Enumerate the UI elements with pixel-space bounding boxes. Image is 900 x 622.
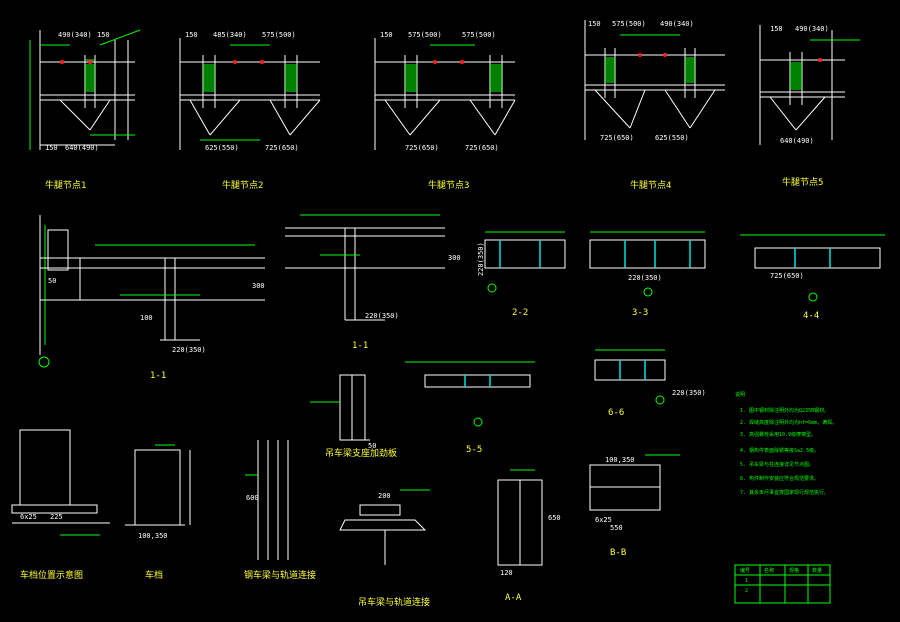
bracket-node-4: 150 575(500) 490(340) 725(650) 625(550) … <box>584 20 725 191</box>
section-label-1-1: 1-1 <box>150 371 166 381</box>
section-label-6-6: 6-6 <box>608 408 624 418</box>
node-label-4: 牛腿节点4 <box>630 179 671 191</box>
dim-label: 725(650) <box>600 134 634 142</box>
notes-line: 3. 高强螺栓采用10.9级摩擦型。 <box>740 431 816 438</box>
node-label-3: 牛腿节点3 <box>428 179 469 191</box>
node-label-2: 牛腿节点2 <box>222 179 263 191</box>
node-label-5: 牛腿节点5 <box>782 176 823 188</box>
dim-label: 50 <box>368 442 376 450</box>
notes-block: 说明 1. 图中钢材除注明外均为Q235B钢材。 2. 焊缝高度除注明外均为hf… <box>735 391 837 496</box>
section-label-3-3: 3-3 <box>632 308 648 318</box>
label-crane-support: 吊车梁支座加劲板 <box>325 447 397 459</box>
section-5-5: 5-5 <box>405 361 535 455</box>
dim-label: 640(490) <box>780 137 814 145</box>
dim-label: 575(500) <box>612 20 646 28</box>
dim-label: 300 <box>448 254 461 262</box>
dim-label: 100,350 <box>138 532 168 540</box>
table-header: 名称 <box>764 567 774 574</box>
dim-label: 490(340) <box>795 25 829 33</box>
section-b-b: 100,350 6x25 550 B-B <box>589 454 680 558</box>
crane-support-stiffener: 50 吊车梁支座加劲板 <box>310 374 397 459</box>
dim-label: 650 <box>548 514 561 522</box>
dim-label: 725(650) <box>770 272 804 280</box>
dim-label: 150 <box>588 20 601 28</box>
dim-label: 150 <box>380 31 393 39</box>
notes-line: 2. 焊缝高度除注明外均为hf=6mm，满焊。 <box>740 419 837 426</box>
dim-label: 725(650) <box>405 144 439 152</box>
dim-label: 150 <box>97 31 110 39</box>
dim-label: 220(350) <box>672 389 706 397</box>
section-label-5-5: 5-5 <box>466 445 482 455</box>
dim-label: 150 <box>45 144 58 152</box>
materials-table: 编号 名称 规格 数量 1 2 <box>734 564 831 604</box>
table-cell: 1 <box>745 578 748 584</box>
dim-label: 220(350) <box>477 242 485 276</box>
label-rail-connect: 钢车梁与轨道连接 <box>244 569 316 581</box>
section-label-1-1b: 1-1 <box>352 341 368 351</box>
section-6-6: 220(350) 6-6 <box>594 349 706 418</box>
dim-label: 150 <box>770 25 783 33</box>
crane-rail-detail: 200 吊车梁与轨道连接 <box>339 489 430 608</box>
dim-label: 220(350) <box>628 274 662 282</box>
dim-label: 200 <box>378 492 391 500</box>
dim-label: 550 <box>610 524 623 532</box>
dim-label: 490(340) <box>58 31 92 39</box>
table-header: 数量 <box>812 567 822 574</box>
section-label-4-4: 4-4 <box>803 311 819 321</box>
dim-label: 725(650) <box>465 144 499 152</box>
section-1-1-right: 300 220(350) 1-1 <box>285 214 461 351</box>
rail-connection: 600 钢车梁与轨道连接 <box>244 440 316 581</box>
section-2-2: 220(350) 2-2 <box>477 231 566 318</box>
table-header: 规格 <box>789 567 799 574</box>
bracket-node-3: 150 575(500) 575(500) 725(650) 725(650) … <box>374 31 516 191</box>
notes-line: 7. 其余未尽事宜按国家现行规范执行。 <box>740 489 829 496</box>
bracket-node-2: 150 485(340) 575(500) 625(550) 725(650) … <box>179 31 321 191</box>
dim-label: 575(500) <box>408 31 442 39</box>
node-label-1: 牛腿节点1 <box>45 179 86 191</box>
dim-label: 575(500) <box>462 31 496 39</box>
dim-label: 100,350 <box>605 456 635 464</box>
section-1-1-left: 50 220(350) 300 100 1-1 <box>38 215 265 381</box>
section-label-a-a: A-A <box>505 593 522 603</box>
section-3-3: 220(350) 3-3 <box>589 231 706 318</box>
notes-line: 6. 构件制作安装应符合规范要求。 <box>740 475 819 482</box>
notes-title: 说明 <box>735 391 745 398</box>
dim-label: 490(340) <box>660 20 694 28</box>
section-label-2-2: 2-2 <box>512 308 528 318</box>
dim-label: 575(500) <box>262 31 296 39</box>
stop-block-position: 6x25 225 车档位置示意图 <box>11 429 110 581</box>
bracket-node-5: 150 490(340) 640(490) 牛腿节点5 <box>759 25 860 188</box>
notes-line: 1. 图中钢材除注明外均为Q235B钢材。 <box>740 407 829 414</box>
notes-line: 5. 吊车梁与柱连接详见节点图。 <box>740 461 814 468</box>
dim-label: 120 <box>500 569 513 577</box>
label-stop: 车档 <box>145 569 163 581</box>
stop-detail: 100,350 车档 <box>125 444 191 581</box>
dim-label: 100 <box>140 314 153 322</box>
dim-label: 150 <box>185 31 198 39</box>
dim-label: 625(550) <box>655 134 689 142</box>
dim-label: 640(490) <box>65 144 99 152</box>
dim-label: 625(550) <box>205 144 239 152</box>
label-stop-block: 车档位置示意图 <box>20 569 83 581</box>
section-label-b-b: B-B <box>610 548 626 558</box>
dim-label: 725(650) <box>265 144 299 152</box>
bracket-node-1: 490(340) 150 150 640(490) 牛腿节点1 <box>29 29 141 191</box>
dim-label: 220(350) <box>365 312 399 320</box>
dim-label: 600 <box>246 494 259 502</box>
dim-label: 225 <box>50 513 63 521</box>
table-cell: 2 <box>745 588 748 594</box>
dim-label: 485(340) <box>213 31 247 39</box>
table-header: 编号 <box>740 567 750 574</box>
dim-label: 6x25 <box>595 516 612 524</box>
notes-line: 4. 钢构件表面除锈等级Sa2.5级。 <box>740 447 819 454</box>
dim-label: 50 <box>48 277 56 285</box>
section-a-a: 650 120 A-A <box>497 469 561 603</box>
dim-label: 6x25 <box>20 513 37 521</box>
label-crane-detail: 吊车梁与轨道连接 <box>358 596 430 608</box>
dim-label: 220(350) <box>172 346 206 354</box>
dim-label: 300 <box>252 282 265 290</box>
section-4-4: 725(650) 4-4 <box>740 234 885 321</box>
